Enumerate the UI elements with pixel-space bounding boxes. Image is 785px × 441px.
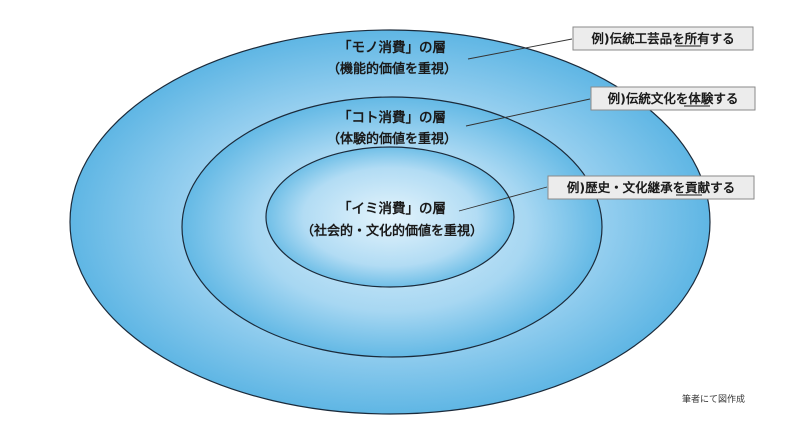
imi-layer-title: 「イミ消費」の層 [338, 200, 446, 217]
leader-line-imi [458, 186, 548, 212]
mono-layer-subtitle: （機能的価値を重視） [327, 61, 457, 77]
example-box-koto: 例)伝統文化を体験する [590, 86, 756, 111]
koto-layer-title: 「コト消費」の層 [338, 109, 446, 126]
example-text-mono: 例)伝統工芸品を所有する [591, 31, 734, 46]
leader-line-koto [465, 98, 591, 127]
leader-line-mono [467, 38, 573, 60]
credit-note: 筆者にて図作成 [682, 393, 745, 405]
example-text-imi: 例)歴史・文化継承を貢献する [567, 180, 735, 195]
example-box-mono: 例)伝統工芸品を所有する [572, 26, 754, 51]
imi-layer-subtitle: （社会的・文化的価値を重視） [301, 223, 483, 239]
example-text-koto: 例)伝統文化を体験する [608, 91, 739, 106]
mono-layer-title: 「モノ消費」の層 [338, 39, 446, 56]
inner-ellipse [265, 146, 515, 288]
koto-layer-subtitle: （体験的価値を重視） [327, 131, 457, 147]
example-box-imi: 例)歴史・文化継承を貢献する [547, 175, 755, 200]
